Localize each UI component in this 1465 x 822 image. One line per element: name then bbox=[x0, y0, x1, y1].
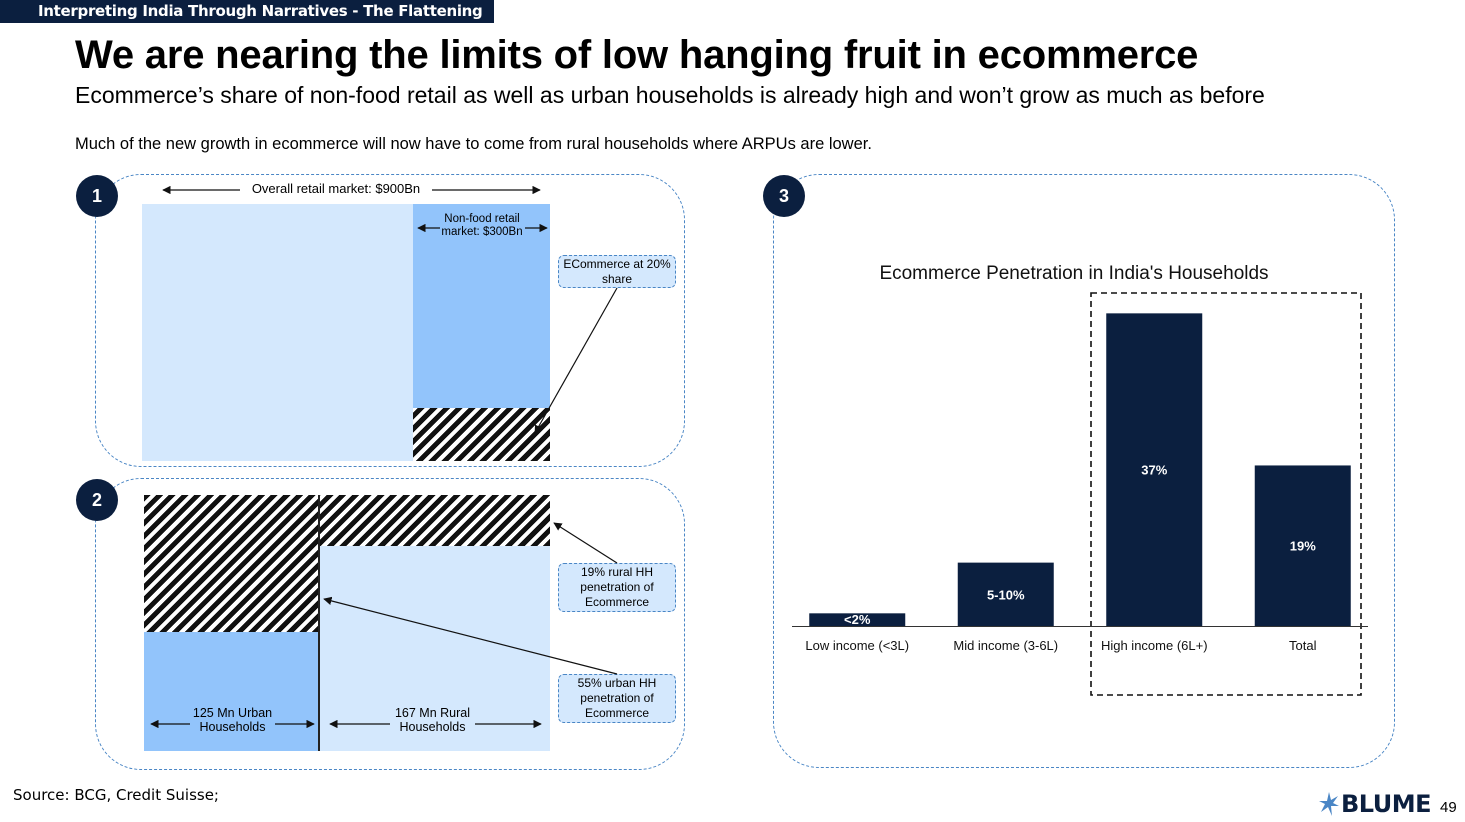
section-tag: Interpreting India Through Narratives - … bbox=[0, 0, 494, 23]
data-label-3: 19% bbox=[1290, 539, 1316, 554]
bar-1 bbox=[957, 562, 1054, 626]
page-number: 49 bbox=[1440, 799, 1457, 816]
household-divider bbox=[318, 495, 320, 751]
data-label-1: 5-10% bbox=[987, 587, 1025, 602]
page-note: Much of the new growth in ecommerce will… bbox=[75, 135, 872, 153]
category-label-3: Total bbox=[1289, 638, 1317, 653]
urban-ecommerce-block bbox=[144, 495, 319, 632]
rural-callout-pointer bbox=[553, 522, 618, 564]
nonfood-retail-label: Non-food retail market: $300Bn bbox=[441, 213, 523, 238]
panel-penetration-chart bbox=[773, 174, 1395, 768]
ecommerce-share-callout: ECommerce at 20% share bbox=[558, 255, 676, 288]
source-note: Source: BCG, Credit Suisse; bbox=[13, 786, 219, 804]
nonfood-retail-block bbox=[413, 204, 550, 408]
overall-retail-label: Overall retail market: $900Bn bbox=[240, 182, 432, 196]
page-title: We are nearing the limits of low hanging… bbox=[75, 33, 1199, 77]
urban-callout-pointer bbox=[323, 596, 618, 675]
high-income-highlight-box bbox=[1090, 292, 1362, 696]
category-label-0: Low income (<3L) bbox=[805, 638, 909, 653]
data-label-2: 37% bbox=[1141, 463, 1167, 478]
rural-households-label: 167 Mn Rural Households bbox=[394, 706, 471, 734]
rural-penetration-callout: 19% rural HH penetration of Ecommerce bbox=[558, 563, 676, 612]
ecommerce-callout-pointer bbox=[534, 287, 618, 434]
data-label-0: <2% bbox=[844, 612, 871, 627]
ecommerce-share-block bbox=[413, 408, 550, 461]
panel-households bbox=[95, 478, 685, 770]
badge-3: 3 bbox=[763, 175, 805, 217]
category-label-1: Mid income (3-6L) bbox=[953, 638, 1058, 653]
blume-star-icon bbox=[1319, 792, 1339, 816]
urban-households-label: 125 Mn Urban Households bbox=[192, 706, 273, 734]
urban-penetration-callout: 55% urban HH penetration of Ecommerce bbox=[558, 674, 676, 723]
chart-title: Ecommerce Penetration in India's Househo… bbox=[879, 263, 1268, 284]
badge-1: 1 bbox=[76, 175, 118, 217]
bar-2 bbox=[1106, 313, 1203, 626]
bar-0 bbox=[809, 613, 906, 626]
overall-retail-block bbox=[142, 204, 413, 461]
urban-non-ecommerce-block bbox=[144, 632, 319, 751]
badge-2: 2 bbox=[76, 479, 118, 521]
page-subtitle: Ecommerce’s share of non-food retail as … bbox=[75, 82, 1265, 108]
rural-ecommerce-block bbox=[320, 495, 550, 546]
blume-logo-text: BLUME bbox=[1341, 790, 1432, 818]
category-label-2: High income (6L+) bbox=[1101, 638, 1208, 653]
rural-non-ecommerce-block bbox=[320, 546, 550, 751]
bar-3 bbox=[1254, 465, 1351, 626]
blume-logo: BLUME bbox=[1318, 790, 1432, 818]
panel-retail-market bbox=[95, 174, 685, 467]
